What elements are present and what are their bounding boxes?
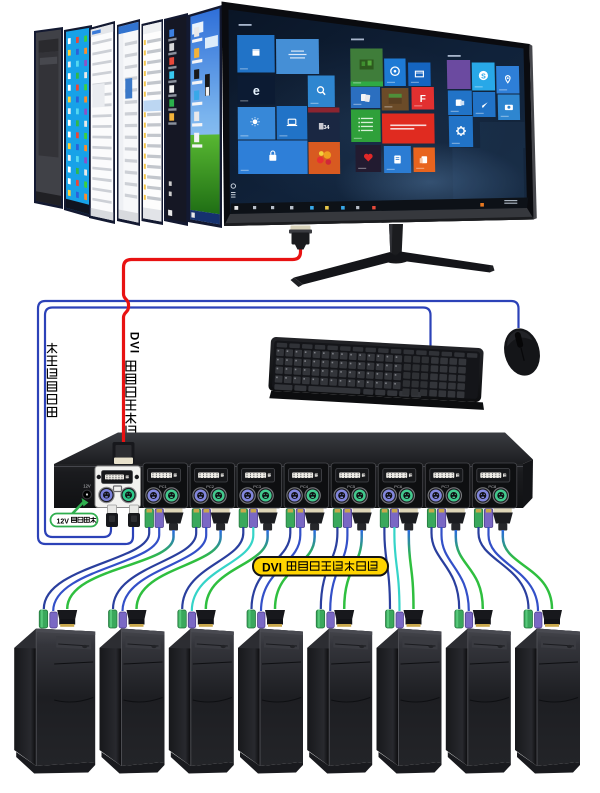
svg-text:PC5: PC5 xyxy=(347,484,356,489)
svg-text:PC1: PC1 xyxy=(159,484,168,489)
svg-text:S: S xyxy=(481,73,486,80)
svg-text:PC8: PC8 xyxy=(488,484,497,489)
svg-text:DVI: DVI xyxy=(128,332,140,354)
svg-text:PC4: PC4 xyxy=(300,484,309,489)
svg-text:PC2: PC2 xyxy=(206,484,215,489)
svg-text:F: F xyxy=(420,94,426,105)
svg-text:DVI: DVI xyxy=(262,561,282,575)
svg-text:34: 34 xyxy=(323,125,330,131)
svg-text:12V: 12V xyxy=(83,484,91,489)
svg-text:PC7: PC7 xyxy=(441,484,450,489)
svg-text:12V: 12V xyxy=(57,518,70,525)
svg-text:e: e xyxy=(253,84,260,98)
svg-text:PC6: PC6 xyxy=(394,484,403,489)
svg-text:PC3: PC3 xyxy=(253,484,262,489)
